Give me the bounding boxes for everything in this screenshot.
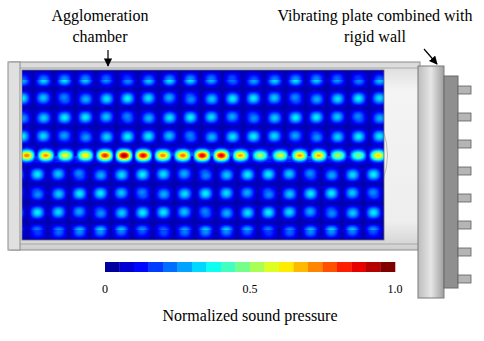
bolt — [458, 140, 471, 148]
colorbar-step — [308, 262, 323, 272]
vibrating-plate — [418, 66, 444, 298]
colorbar-step — [207, 262, 222, 272]
leader-arrow — [107, 50, 108, 66]
colorbar — [105, 262, 395, 272]
colorbar-step — [381, 262, 396, 272]
axis-title: Normalized sound pressure — [130, 306, 370, 327]
sound-pressure-field — [22, 70, 384, 240]
part-label: Vibrating plate combined with rigid wall — [275, 6, 475, 48]
bolt — [458, 275, 471, 283]
tube-rim — [20, 68, 420, 69]
bolt — [458, 248, 471, 256]
tick-label: 1.0 — [375, 282, 415, 298]
colorbar-step — [366, 262, 381, 272]
colorbar-step — [294, 262, 309, 272]
tick-label: 0 — [90, 282, 120, 298]
field-border — [22, 70, 384, 240]
bolt — [458, 86, 471, 94]
colorbar-step — [337, 262, 352, 272]
colorbar-step — [163, 262, 178, 272]
colorbar-step — [105, 262, 120, 272]
colorbar-step — [250, 262, 265, 272]
colorbar-step — [236, 262, 251, 272]
tube-rim — [20, 244, 420, 245]
colorbar-step — [352, 262, 367, 272]
colorbar-step — [192, 262, 207, 272]
colorbar-step — [279, 262, 294, 272]
colorbar-step — [134, 262, 149, 272]
bolt-group — [458, 86, 471, 283]
leader-arrow — [424, 49, 437, 64]
colorbar-step — [178, 262, 193, 272]
colorbar-step — [265, 262, 280, 272]
bolt — [458, 221, 471, 229]
bolt — [458, 167, 471, 175]
colorbar-step — [149, 262, 164, 272]
part-label: Agglomeration chamber — [35, 6, 165, 48]
bolt — [458, 113, 471, 121]
bolt — [458, 194, 471, 202]
colorbar-step — [221, 262, 236, 272]
chamber-tube — [10, 62, 420, 250]
colorbar-step — [323, 262, 338, 272]
end-cap — [8, 62, 20, 250]
tick-label: 0.5 — [230, 282, 270, 298]
rigid-wall — [444, 76, 458, 288]
colorbar-step — [120, 262, 135, 272]
